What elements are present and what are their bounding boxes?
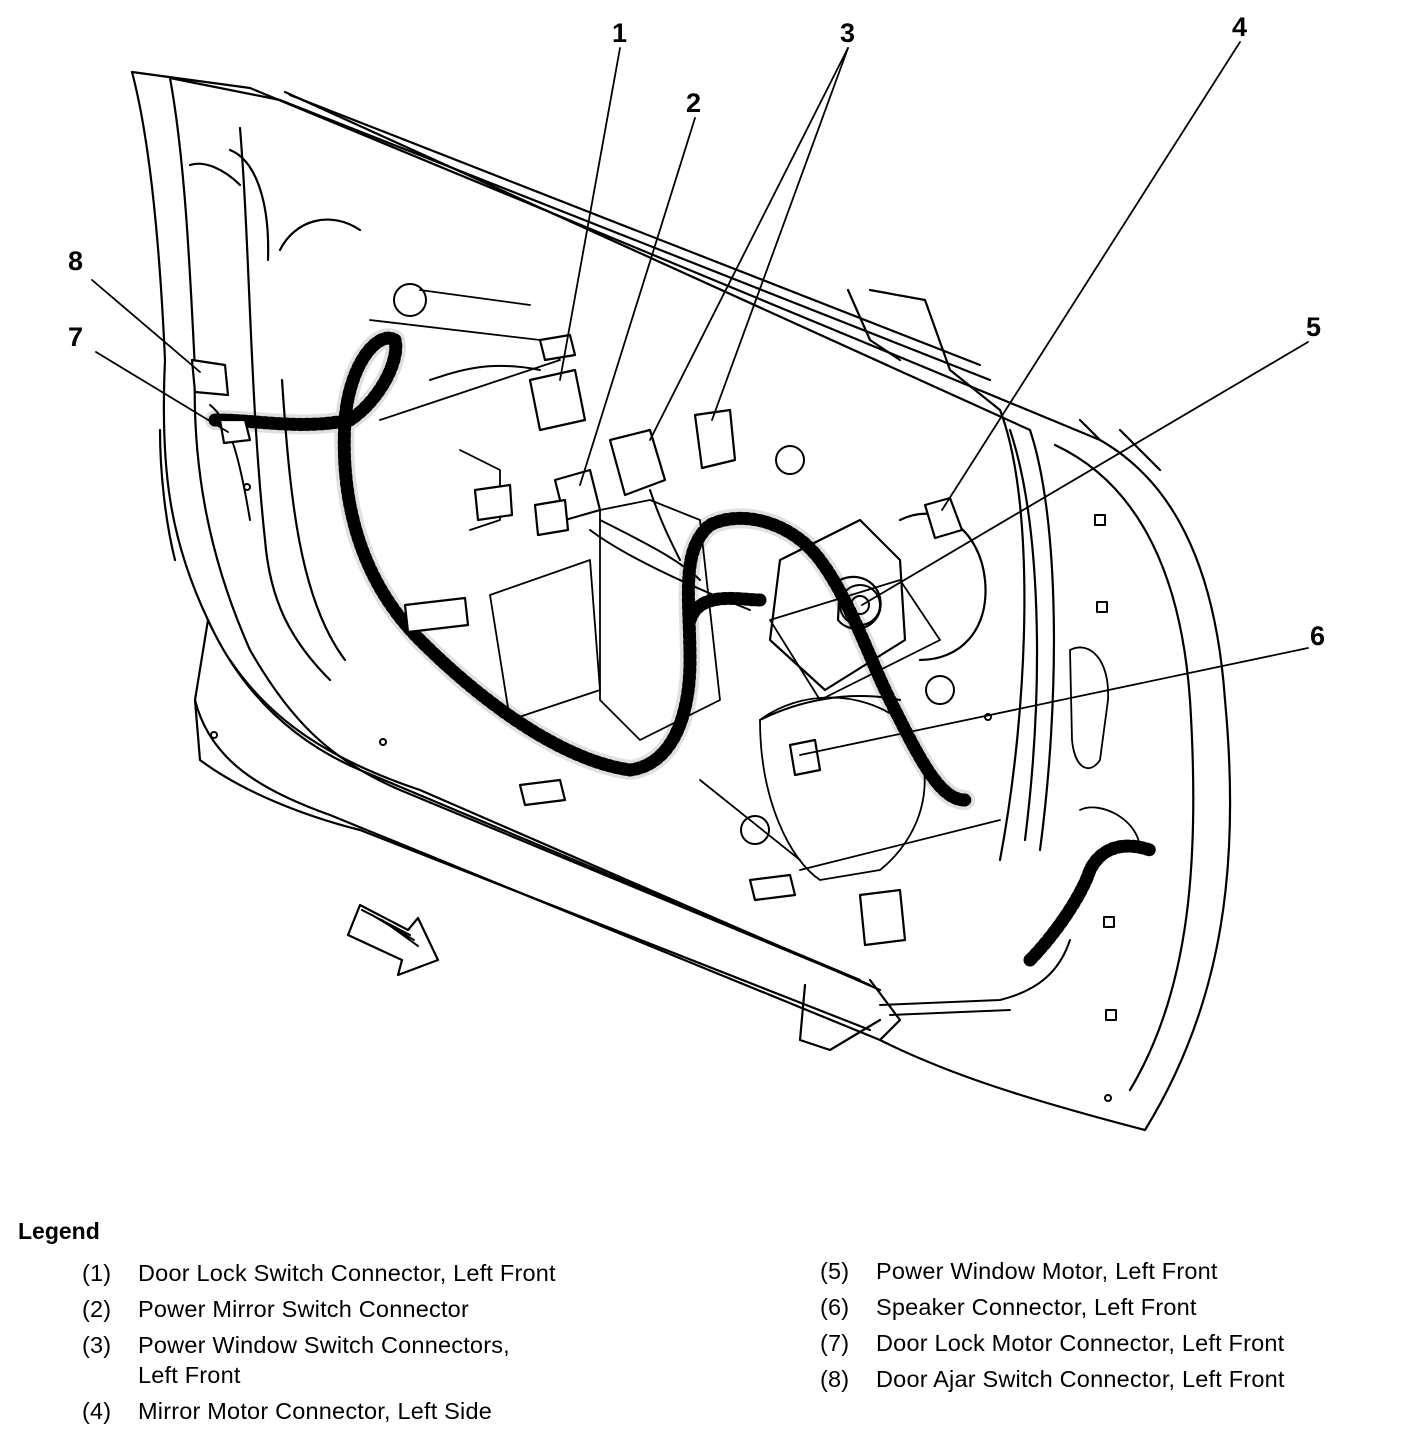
callout-3: 3 xyxy=(840,18,855,48)
legend-item-number: (8) xyxy=(820,1366,850,1392)
legend-item-number: (5) xyxy=(820,1258,850,1284)
connector-1 xyxy=(528,368,587,432)
legend-item-number: (7) xyxy=(820,1330,850,1356)
legend-item-text-line1: Power Window Switch Connectors, xyxy=(138,1332,510,1358)
legend-item-number: (3) xyxy=(82,1332,112,1358)
callout-5: 5 xyxy=(1306,312,1321,342)
legend-item: (7) Door Lock Motor Connector, Left Fron… xyxy=(820,1328,1400,1358)
leader-3b xyxy=(711,47,849,421)
front-direction-arrow xyxy=(346,903,440,977)
connector-6 xyxy=(788,738,822,777)
legend-item-text: Power Window Switch Connectors, Left Fro… xyxy=(138,1330,702,1390)
legend-item-text-line2: Left Front xyxy=(138,1362,241,1388)
legend: Legend (1) Door Lock Switch Connector, L… xyxy=(0,1210,1408,1438)
legend-item: (1) Door Lock Switch Connector, Left Fro… xyxy=(82,1258,702,1288)
leader-8 xyxy=(91,279,201,373)
callout-2: 2 xyxy=(686,88,701,118)
legend-item-text: Door Ajar Switch Connector, Left Front xyxy=(876,1366,1285,1392)
legend-column-right: (5) Power Window Motor, Left Front (6) S… xyxy=(820,1256,1400,1400)
callout-6: 6 xyxy=(1310,621,1325,651)
legend-item-text: Door Lock Switch Connector, Left Front xyxy=(138,1260,556,1286)
legend-item: (6) Speaker Connector, Left Front xyxy=(820,1292,1400,1322)
leader-7 xyxy=(95,351,229,433)
leader-2 xyxy=(579,117,696,486)
legend-item-number: (4) xyxy=(82,1398,112,1424)
door-wiring-diagram: 1 2 3 4 5 6 7 8 xyxy=(68,12,1325,1132)
leader-4 xyxy=(941,41,1241,511)
connector-7 xyxy=(218,418,252,445)
legend-item: (4) Mirror Motor Connector, Left Side xyxy=(82,1396,702,1426)
connectors xyxy=(190,333,964,947)
legend-item-text: Power Window Motor, Left Front xyxy=(876,1258,1218,1284)
mounting-holes xyxy=(210,283,1117,1102)
callout-1: 1 xyxy=(612,18,627,48)
legend-item: (5) Power Window Motor, Left Front xyxy=(820,1256,1400,1286)
door-inner-panel xyxy=(369,289,1141,881)
wires xyxy=(209,364,1071,1016)
connector-3a xyxy=(608,428,667,497)
leader-lines xyxy=(91,41,1309,756)
legend-item: (8) Door Ajar Switch Connector, Left Fro… xyxy=(820,1364,1400,1394)
door-frame xyxy=(130,70,1232,1132)
legend-item-number: (6) xyxy=(820,1294,850,1320)
connector-4 xyxy=(923,496,964,540)
callout-7: 7 xyxy=(68,322,83,352)
leader-6 xyxy=(799,647,1309,756)
legend-item-text: Power Mirror Switch Connector xyxy=(138,1296,469,1322)
legend-title: Legend xyxy=(18,1218,100,1244)
legend-item: (3) Power Window Switch Connectors, Left… xyxy=(82,1330,702,1390)
legend-item: (2) Power Mirror Switch Connector xyxy=(82,1294,702,1324)
connector-8 xyxy=(190,358,230,397)
connector-3b xyxy=(693,408,737,470)
leader-5 xyxy=(861,341,1309,606)
legend-item-number: (1) xyxy=(82,1260,112,1286)
legend-item-text: Mirror Motor Connector, Left Side xyxy=(138,1398,493,1424)
legend-column-left: (1) Door Lock Switch Connector, Left Fro… xyxy=(82,1258,702,1432)
leader-1 xyxy=(559,47,621,381)
legend-item-text: Speaker Connector, Left Front xyxy=(876,1294,1197,1320)
leader-3a xyxy=(649,47,849,441)
legend-item-number: (2) xyxy=(82,1296,112,1322)
legend-item-text: Door Lock Motor Connector, Left Front xyxy=(876,1330,1285,1356)
callout-8: 8 xyxy=(68,246,83,276)
callout-4: 4 xyxy=(1232,12,1247,42)
